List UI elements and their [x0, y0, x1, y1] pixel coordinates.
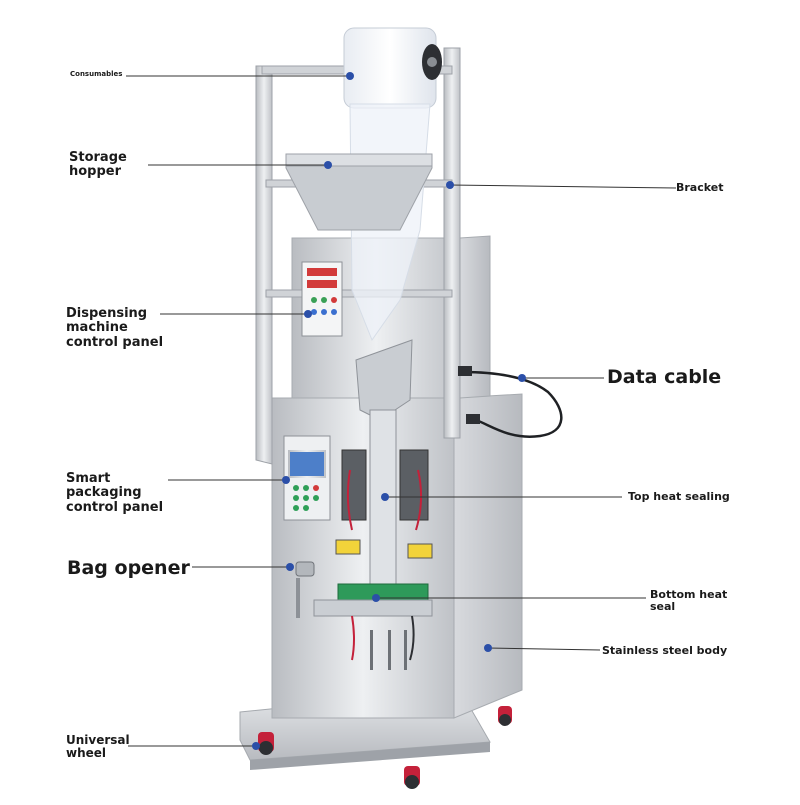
- label-smart-panel: Smart packaging control panel: [66, 471, 164, 515]
- pointer-dot-hopper: [324, 161, 332, 169]
- pointer-dot-dispensing-panel: [304, 310, 312, 318]
- pointer-dot-bag-opener: [286, 563, 294, 571]
- pointer-dot-bottom-seal: [372, 594, 380, 602]
- pointer-dot-top-seal: [381, 493, 389, 501]
- pointer-dot-data-cable: [518, 374, 526, 382]
- pointer-dot-bracket: [446, 181, 454, 189]
- frame-left-upright: [255, 65, 273, 465]
- leader-lines: [126, 75, 677, 747]
- pointer-dot-wheel: [252, 742, 260, 750]
- label-bracket: Bracket: [676, 181, 724, 194]
- pointer-dots: [252, 72, 526, 750]
- lower-body-side: [453, 393, 523, 719]
- label-top-heat-sealing: Top heat sealing: [628, 490, 730, 503]
- label-stainless-body: Stainless steel body: [602, 644, 728, 657]
- top-heat-sealer: [341, 449, 367, 521]
- label-dispensing-panel: Dispensing machine control panel: [66, 306, 164, 350]
- label-bottom-heat-seal: Bottom heat seal: [650, 588, 728, 614]
- label-bag-opener: Bag opener: [67, 557, 190, 579]
- pointer-dot-body: [484, 644, 492, 652]
- data-cable: [461, 370, 563, 438]
- label-storage-hopper: Storage hopper: [69, 150, 127, 180]
- universal-wheel-right: [498, 706, 512, 726]
- label-consumables: Consumables: [70, 70, 123, 78]
- film-roll: [343, 27, 437, 109]
- universal-wheel-left: [258, 732, 274, 755]
- universal-wheel-front: [404, 766, 420, 789]
- label-universal-wheel: Universal wheel: [66, 733, 130, 761]
- pointer-dot-consumables: [346, 72, 354, 80]
- bag-opener-handle: [295, 561, 315, 577]
- frame-right-upright: [443, 47, 461, 439]
- label-data-cable: Data cable: [607, 366, 722, 388]
- pointer-dot-smart-panel: [282, 476, 290, 484]
